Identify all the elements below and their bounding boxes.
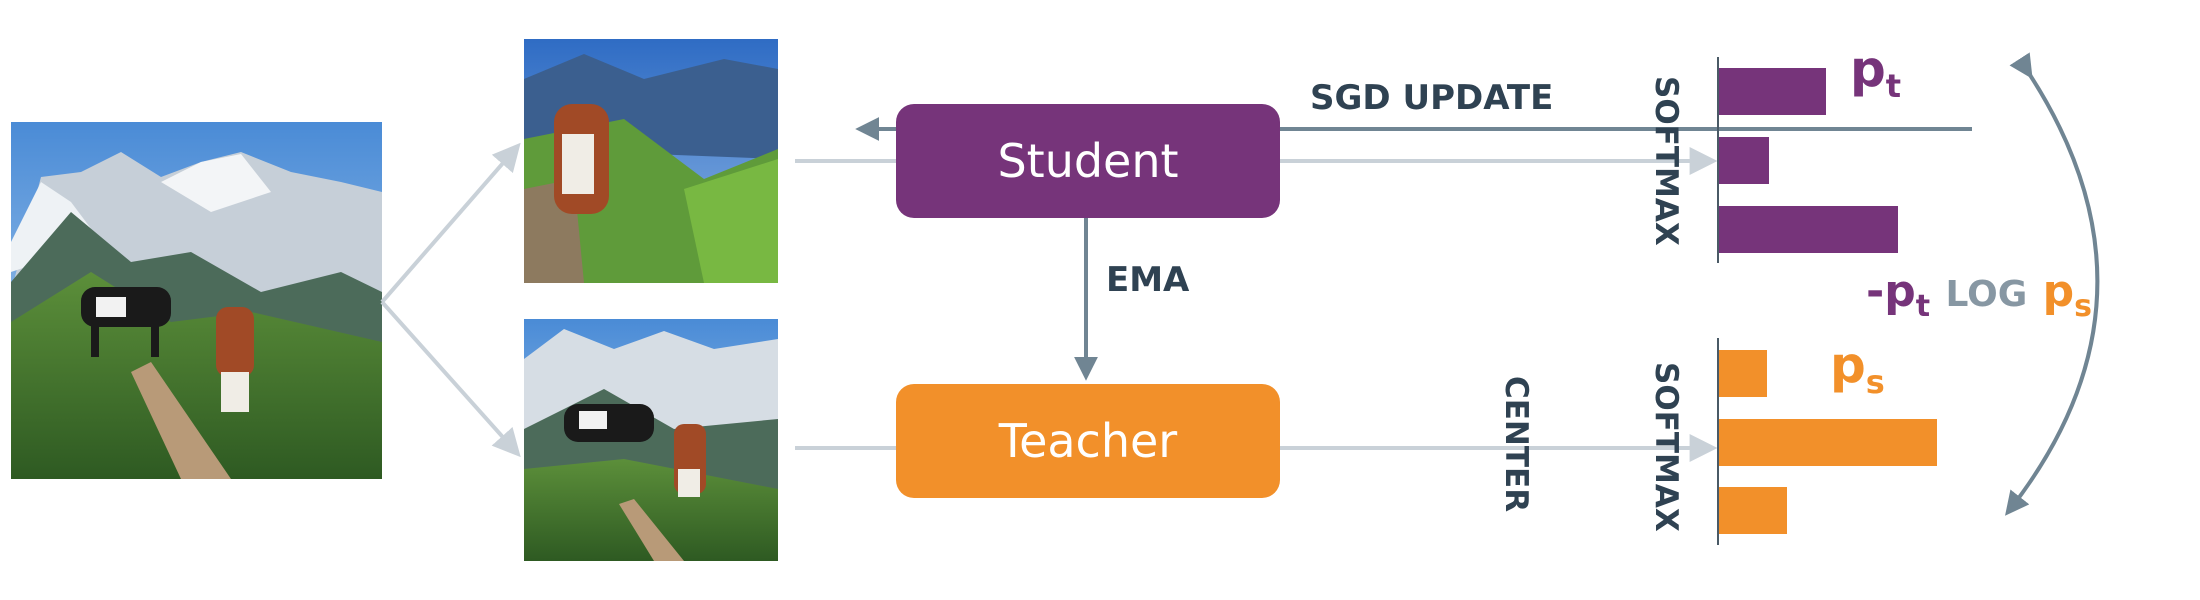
loss-formula: -pt LOG ps — [1866, 266, 2092, 324]
student-bar-3 — [1719, 206, 1898, 253]
sgd-update-label: SGD UPDATE — [1310, 78, 1554, 118]
loss-double-arrow — [2005, 52, 2100, 516]
center-label: CENTER — [1498, 376, 1534, 513]
teacher-box: Teacher — [896, 384, 1280, 498]
student-bar-1 — [1719, 68, 1826, 115]
teacher-label: Teacher — [998, 414, 1178, 468]
softmax-bottom-label: SOFTMAX — [1648, 362, 1684, 532]
teacher-bar-2 — [1719, 419, 1937, 466]
split-arrows — [380, 142, 521, 458]
teacher-probability-bars — [1719, 350, 1937, 534]
teacher-bar-1 — [1719, 350, 1767, 397]
student-probability-bars — [1719, 68, 1898, 253]
pt-label: pt — [1850, 40, 1902, 105]
student-bar-2 — [1719, 137, 1769, 184]
teacher-bar-3 — [1719, 487, 1787, 534]
ps-label: ps — [1830, 336, 1885, 401]
ema-label: EMA — [1106, 260, 1190, 300]
softmax-top-label: SOFTMAX — [1648, 76, 1684, 246]
student-label: Student — [997, 134, 1179, 188]
crop-bottom-image — [524, 319, 778, 561]
crop-top-image — [524, 39, 778, 283]
original-image — [11, 122, 382, 479]
student-box: Student — [896, 104, 1280, 218]
